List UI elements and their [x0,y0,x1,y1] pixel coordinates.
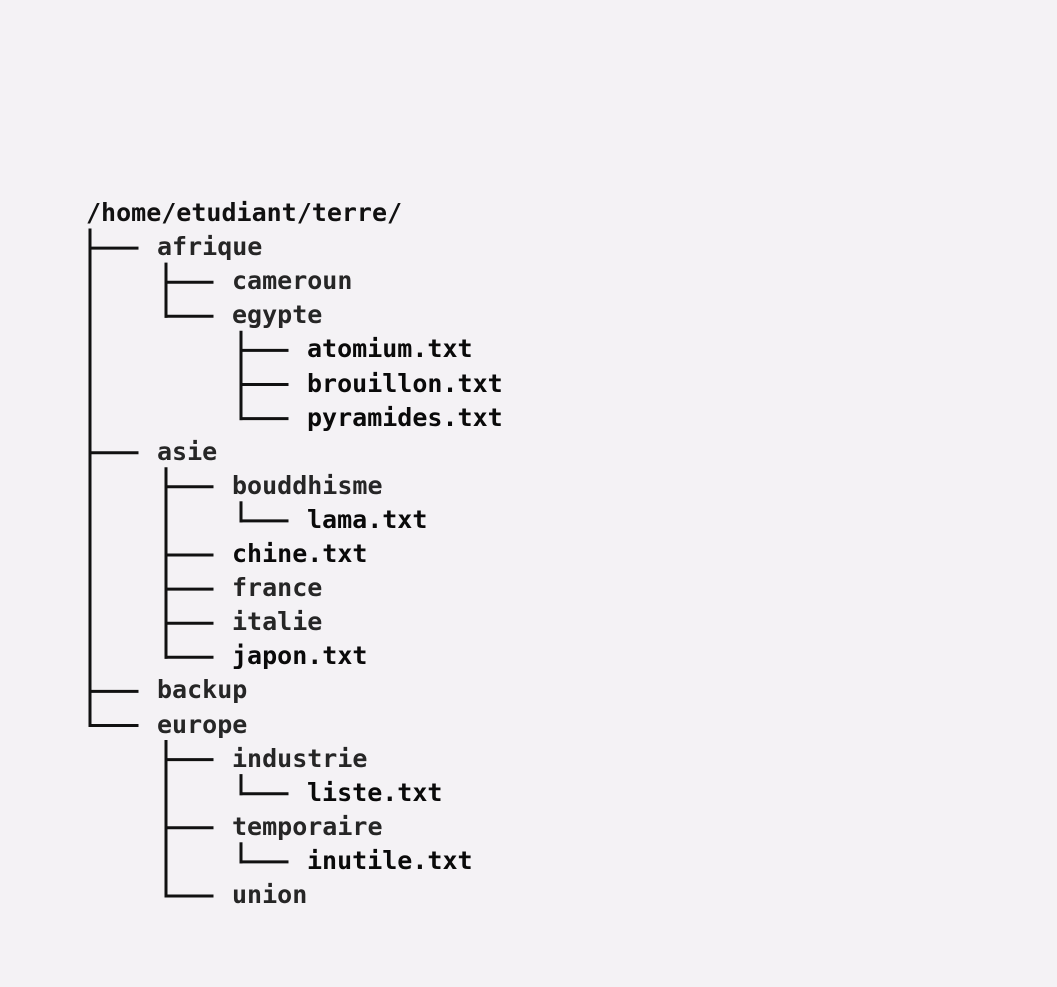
dir-node-temporaire: temporaire [232,811,383,841]
file-node-inutile-txt: inutile.txt [307,845,473,875]
file-node-liste-txt: liste.txt [307,777,443,807]
dir-node-italie: italie [232,607,323,637]
tree-root-path: /home/etudiant/terre/ [86,198,403,227]
file-node-atomium-txt: atomium.txt [307,334,473,364]
dir-node-bouddhisme: bouddhisme [232,470,383,500]
file-node-brouillon-txt: brouillon.txt [307,368,503,398]
dir-node-union: union [232,880,308,909]
file-node-pyramides-txt: pyramides.txt [307,402,503,432]
file-node-lama-txt: lama.txt [307,504,428,534]
dir-node-asie: asie [157,436,218,466]
dir-node-afrique: afrique [157,232,263,262]
dir-node-backup: backup [157,675,248,705]
file-node-japon-txt: japon.txt [232,641,368,671]
dir-node-egypte: egypte [232,300,323,330]
file-node-chine-txt: chine.txt [232,539,368,568]
dir-node-cameroun: cameroun [232,266,353,296]
dir-node-industrie: industrie [232,743,368,773]
dir-node-europe: europe [157,709,248,739]
dir-node-france: france [232,573,323,603]
